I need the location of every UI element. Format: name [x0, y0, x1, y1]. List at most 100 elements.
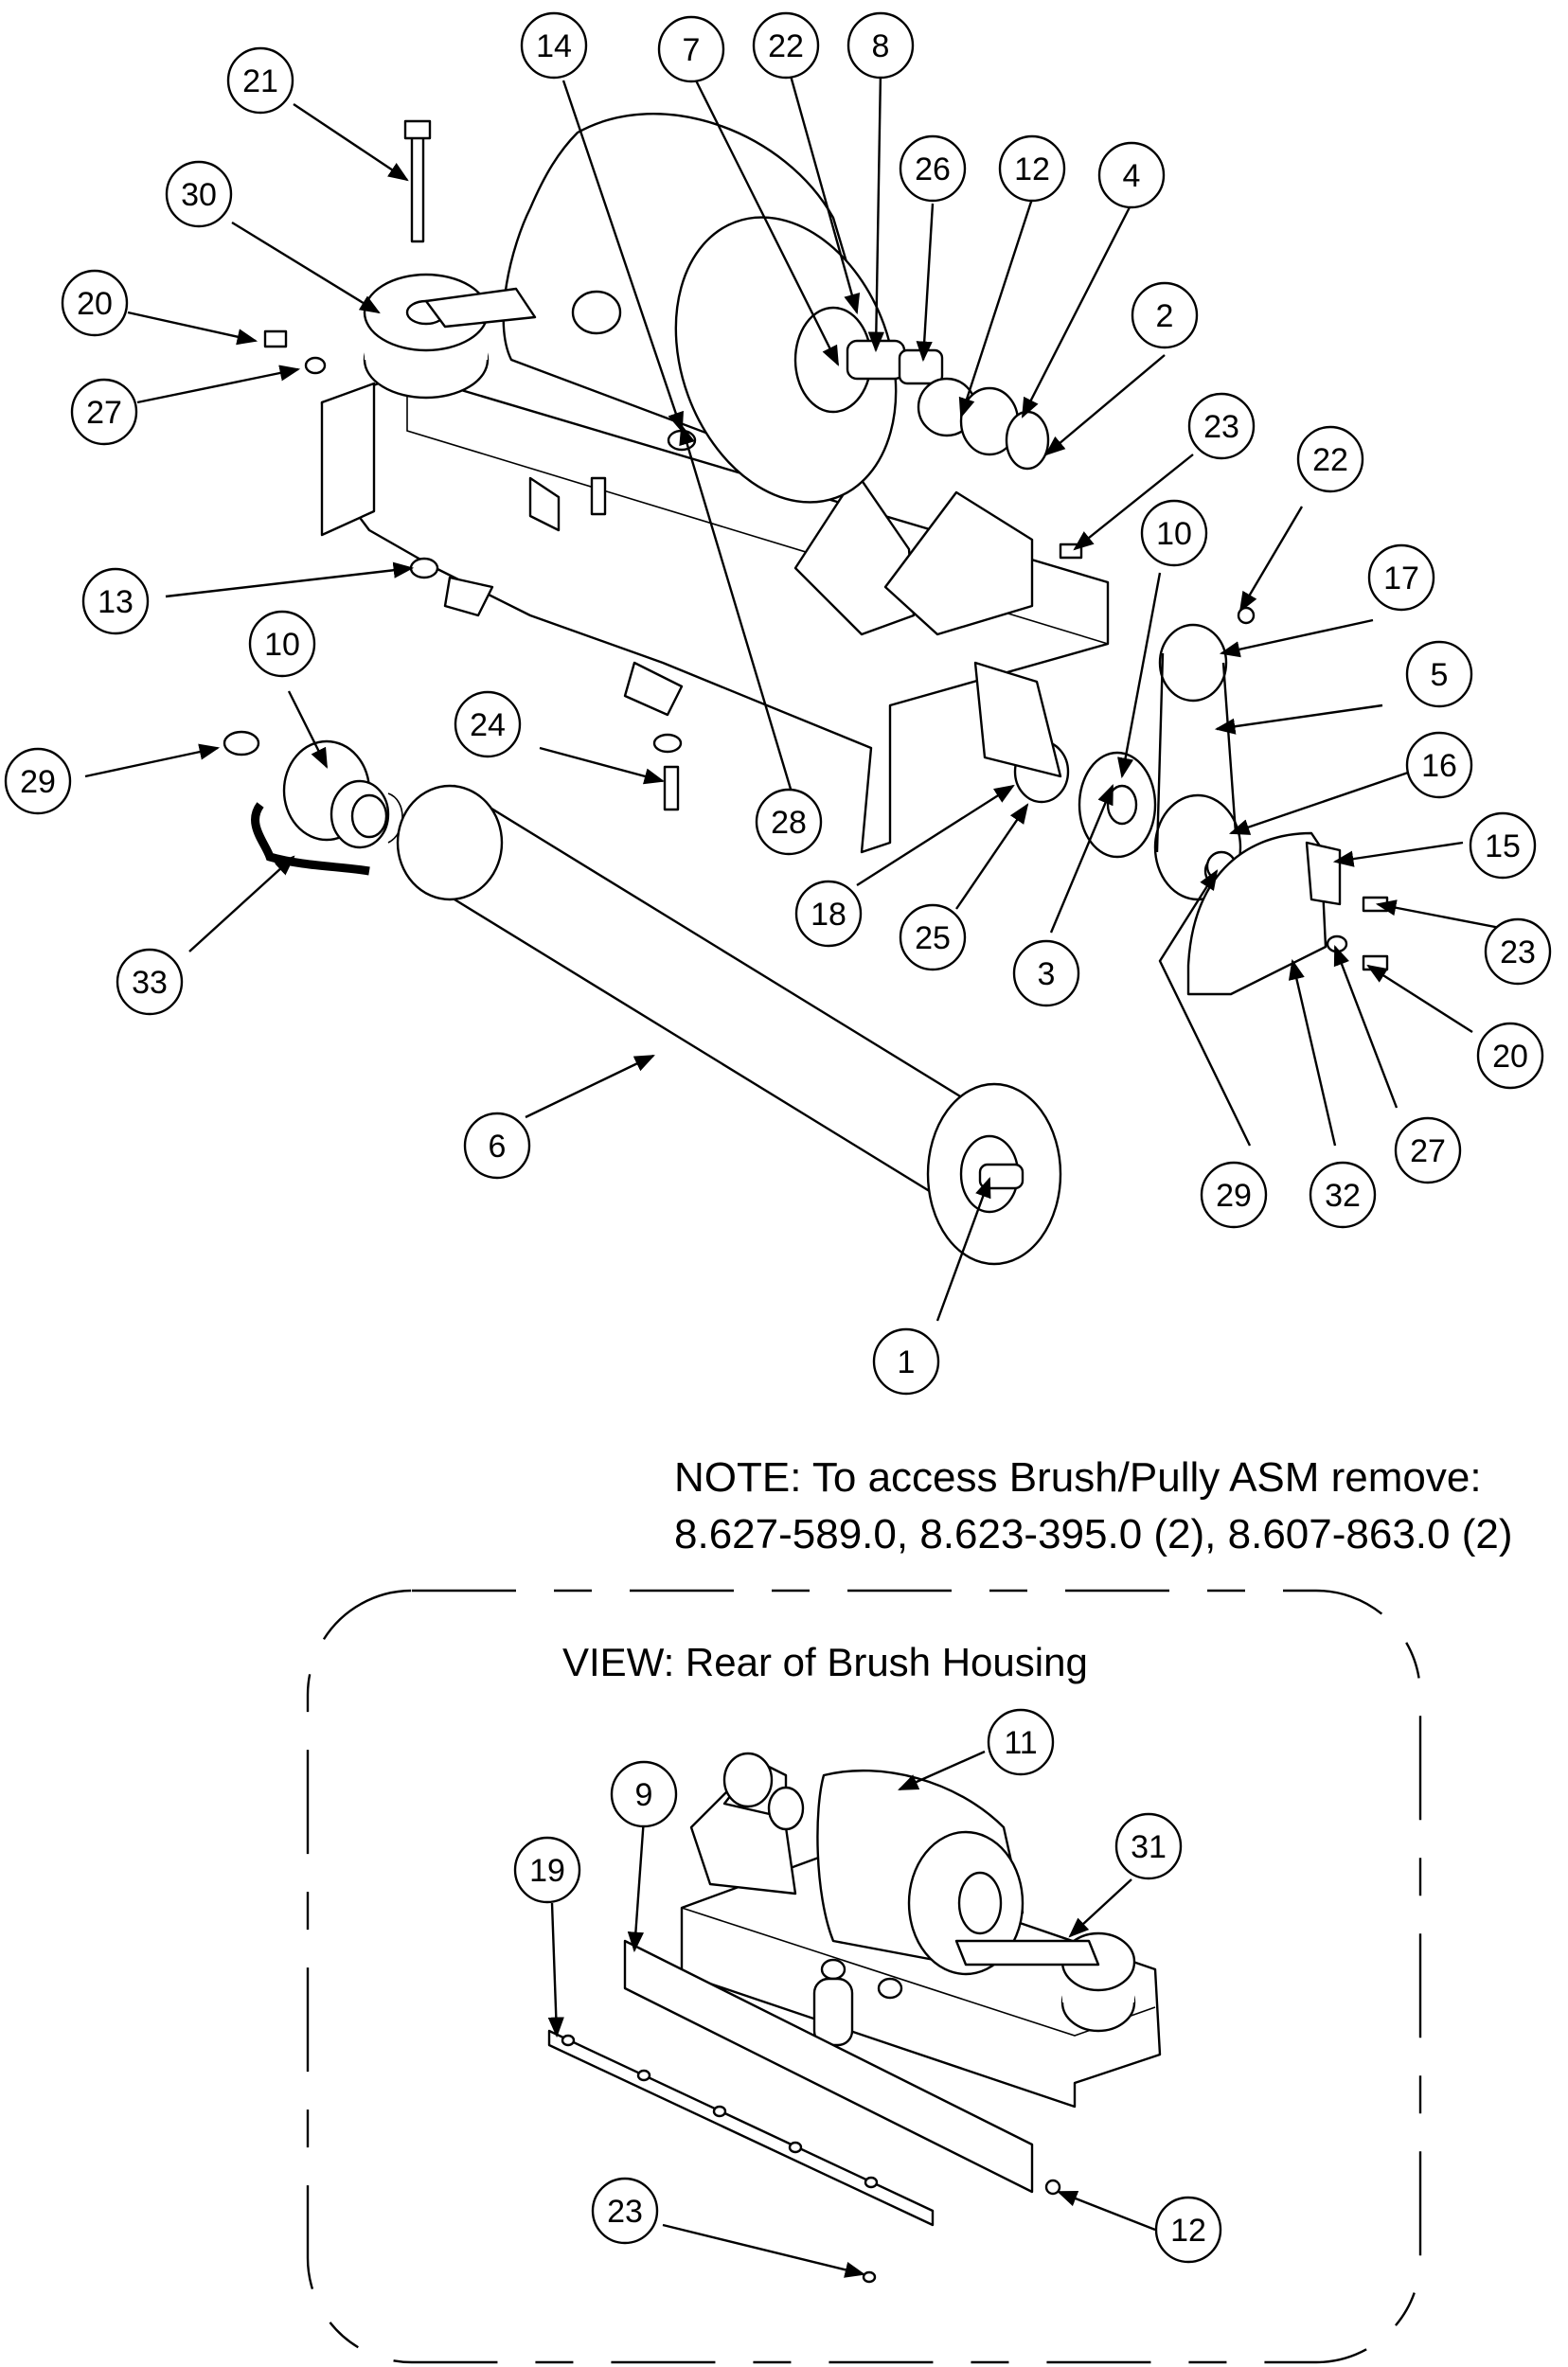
callout-14: 14: [520, 11, 588, 80]
callout-27: 27: [70, 378, 138, 446]
svg-text:17: 17: [1383, 561, 1419, 596]
callout-31: 31: [1114, 1812, 1183, 1880]
long-bolt: [410, 131, 425, 243]
callout-4: 4: [1097, 141, 1166, 209]
svg-text:32: 32: [1325, 1178, 1361, 1214]
bearing-flange-right: [973, 661, 1157, 859]
svg-text:12: 12: [1170, 2213, 1206, 2249]
svg-text:29: 29: [20, 764, 56, 800]
belt-drive: [1153, 623, 1242, 901]
bearing-flange-left: [282, 739, 403, 849]
svg-text:2: 2: [1156, 298, 1174, 334]
svg-text:8: 8: [872, 28, 890, 64]
callout-29b: 29: [1200, 1161, 1268, 1229]
svg-text:23: 23: [607, 2194, 643, 2230]
callout-8: 8: [846, 11, 915, 80]
svg-text:4: 4: [1123, 158, 1141, 194]
svg-text:11: 11: [1004, 1725, 1037, 1761]
callout-15: 15: [1469, 811, 1537, 880]
inset-border: [306, 1589, 1422, 2364]
svg-text:12: 12: [1014, 151, 1050, 187]
svg-text:20: 20: [77, 286, 113, 322]
motor-pulley: [363, 273, 537, 400]
callout-25: 25: [899, 903, 967, 971]
callout-10b: 10: [248, 610, 316, 678]
callout-3: 3: [1012, 939, 1080, 1007]
svg-text:9: 9: [635, 1777, 653, 1813]
inset-view: VIEW: Rear of Brush Housing: [306, 1589, 1422, 2364]
flap-strip: [623, 1939, 1034, 2194]
callout-6: 6: [463, 1112, 531, 1180]
main-assembly: [223, 113, 1389, 1266]
svg-text:5: 5: [1431, 657, 1449, 693]
callout-23b: 23: [1484, 917, 1552, 986]
callout-33: 33: [116, 948, 184, 1016]
callout-32: 32: [1309, 1161, 1377, 1229]
callout-11: 11: [987, 1708, 1055, 1776]
callout-23: 23: [1187, 392, 1256, 460]
svg-text:15: 15: [1485, 828, 1521, 864]
callout-22: 22: [752, 11, 820, 80]
svg-text:22: 22: [768, 28, 804, 64]
callout-bubbles: 21 30 20 27 14 7 22 8 26 12 4 2 23 22 10…: [4, 11, 1552, 1396]
note-line-1: NOTE: To access Brush/Pully ASM remove:: [674, 1454, 1482, 1501]
svg-text:26: 26: [915, 151, 951, 187]
callout-2: 2: [1131, 281, 1199, 349]
svg-text:14: 14: [536, 28, 572, 64]
note-line-2: 8.627-589.0, 8.623-395.0 (2), 8.607-863.…: [674, 1511, 1513, 1557]
callout-18: 18: [794, 880, 863, 948]
brush-roll: [396, 784, 1062, 1266]
callout-7: 7: [657, 15, 725, 83]
callout-30: 30: [165, 160, 233, 228]
svg-text:21: 21: [242, 63, 278, 99]
leader-lines: [84, 70, 1525, 1322]
callout-26: 26: [899, 134, 967, 203]
callout-27b: 27: [1394, 1116, 1462, 1184]
svg-text:33: 33: [132, 965, 168, 1001]
callout-19: 19: [513, 1836, 581, 1904]
callout-9: 9: [610, 1760, 678, 1828]
callout-10: 10: [1140, 499, 1208, 567]
svg-text:3: 3: [1038, 956, 1056, 992]
callout-22b: 22: [1296, 425, 1364, 493]
callout-23c: 23: [591, 2177, 659, 2245]
callout-21: 21: [226, 46, 294, 115]
svg-text:19: 19: [529, 1853, 565, 1889]
svg-text:13: 13: [98, 584, 134, 620]
callout-17: 17: [1367, 543, 1435, 612]
callout-29: 29: [4, 747, 72, 815]
bracket-33: [251, 802, 370, 876]
callout-12b: 12: [1154, 2196, 1222, 2264]
callout-12: 12: [998, 134, 1066, 203]
callout-13: 13: [81, 567, 150, 635]
svg-text:22: 22: [1312, 442, 1348, 478]
side-plate-left: [320, 382, 376, 537]
svg-text:28: 28: [771, 805, 807, 841]
svg-text:30: 30: [181, 177, 217, 213]
svg-text:7: 7: [683, 32, 701, 68]
svg-text:24: 24: [470, 707, 506, 743]
svg-text:29: 29: [1216, 1178, 1252, 1214]
callout-28: 28: [755, 788, 823, 856]
svg-text:16: 16: [1421, 748, 1457, 784]
note: NOTE: To access Brush/Pully ASM remove: …: [674, 1454, 1513, 1557]
svg-text:25: 25: [915, 920, 951, 956]
callout-16: 16: [1405, 731, 1473, 799]
svg-text:10: 10: [264, 627, 300, 663]
svg-text:23: 23: [1203, 409, 1239, 445]
inset-title: VIEW: Rear of Brush Housing: [562, 1640, 1088, 1684]
svg-text:1: 1: [898, 1344, 916, 1380]
svg-text:6: 6: [489, 1129, 507, 1165]
callout-1: 1: [872, 1327, 940, 1396]
svg-text:10: 10: [1156, 516, 1192, 552]
svg-text:20: 20: [1492, 1039, 1528, 1075]
callout-5: 5: [1405, 640, 1473, 708]
callout-20: 20: [61, 269, 129, 337]
svg-text:31: 31: [1131, 1829, 1167, 1865]
svg-text:23: 23: [1500, 934, 1536, 970]
callout-20b: 20: [1476, 1022, 1544, 1090]
svg-text:27: 27: [1410, 1133, 1446, 1169]
svg-text:18: 18: [811, 897, 846, 933]
callout-24: 24: [454, 690, 522, 758]
